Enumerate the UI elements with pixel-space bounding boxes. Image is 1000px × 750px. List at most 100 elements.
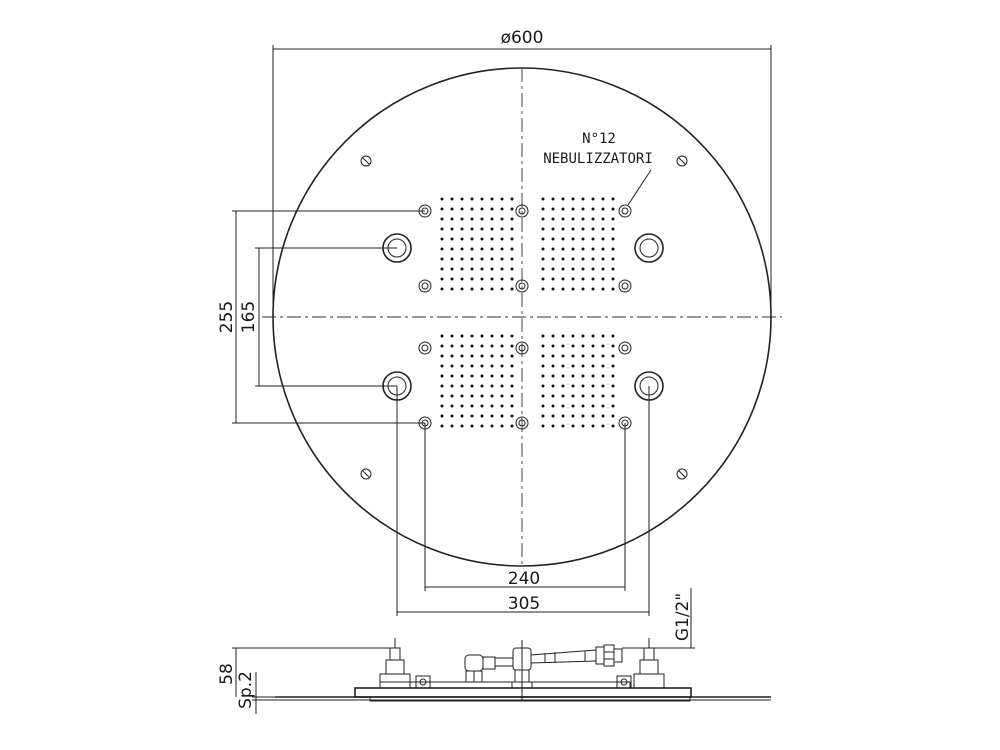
nebulizer xyxy=(515,416,529,430)
nozzle-dot xyxy=(571,384,575,388)
nozzle-dot xyxy=(591,227,595,231)
nozzle-dot xyxy=(450,344,454,348)
nozzle-dot xyxy=(581,267,585,271)
nozzle-dot xyxy=(490,207,494,211)
nozzle-dot xyxy=(561,197,565,201)
nozzle-dot xyxy=(440,414,444,418)
nozzle-dot xyxy=(611,354,615,358)
nozzle-dot xyxy=(571,197,575,201)
nozzle-dot xyxy=(440,227,444,231)
nozzle-dot xyxy=(551,414,555,418)
nozzle-dot xyxy=(480,344,484,348)
nozzle-dot xyxy=(561,404,565,408)
nozzle-dot xyxy=(500,334,504,338)
nozzle-dot xyxy=(571,414,575,418)
thread-dimension: G1/2" xyxy=(622,588,695,649)
nozzle-dot xyxy=(460,197,464,201)
nozzle-dot xyxy=(490,267,494,271)
nebulizer xyxy=(515,341,529,355)
nozzle-dot xyxy=(490,237,494,241)
nozzle-dot xyxy=(591,247,595,251)
nozzle-dot xyxy=(601,364,605,368)
nozzle-dot xyxy=(611,394,615,398)
nozzle-dot xyxy=(510,404,514,408)
nozzle-dot xyxy=(450,424,454,428)
nozzle-dot xyxy=(601,197,605,201)
nebulizer xyxy=(618,279,632,293)
nozzle-dot xyxy=(591,394,595,398)
nozzle-dot xyxy=(510,354,514,358)
nozzle-dot xyxy=(591,414,595,418)
nozzle-dot xyxy=(460,227,464,231)
nozzle-dot xyxy=(601,394,605,398)
nebulizer-group xyxy=(418,204,632,430)
nozzle-dot xyxy=(460,267,464,271)
nozzle-dot xyxy=(500,227,504,231)
nozzle-dot xyxy=(510,287,514,291)
thread-label: G1/2" xyxy=(673,593,693,641)
diameter-label: ø600 xyxy=(501,28,544,48)
nozzle-dot xyxy=(460,277,464,281)
nozzle-dot xyxy=(480,207,484,211)
nozzle-dot xyxy=(500,394,504,398)
nozzle-dot xyxy=(611,207,615,211)
nozzle-dot xyxy=(480,277,484,281)
nozzle-dot xyxy=(440,374,444,378)
nozzle-dot xyxy=(541,394,545,398)
nebulizer xyxy=(618,204,632,218)
nozzle-dot xyxy=(601,334,605,338)
nozzle-dot xyxy=(460,247,464,251)
nozzle-dot xyxy=(571,227,575,231)
nozzle-dot xyxy=(571,334,575,338)
nozzle-dot xyxy=(450,207,454,211)
nozzle-dot xyxy=(490,374,494,378)
nozzle-dot xyxy=(440,237,444,241)
nozzle-dot xyxy=(611,344,615,348)
nozzle-dot xyxy=(571,404,575,408)
nebulizer-count-label: N°12 xyxy=(582,131,616,147)
nozzle-block xyxy=(440,334,514,428)
nozzle-dot xyxy=(470,334,474,338)
nozzle-dot xyxy=(500,237,504,241)
nozzle-dot xyxy=(460,237,464,241)
nozzle-dot xyxy=(611,217,615,221)
nozzle-dot xyxy=(500,197,504,201)
nozzle-dot xyxy=(440,257,444,261)
nozzle-dot xyxy=(601,384,605,388)
width-inner-label: 240 xyxy=(508,569,540,589)
nozzle-dot xyxy=(551,217,555,221)
nozzle-dot xyxy=(581,197,585,201)
nozzle-dot xyxy=(450,257,454,261)
nozzle-dot xyxy=(450,374,454,378)
nozzle-dot xyxy=(510,364,514,368)
nozzle-dot xyxy=(460,354,464,358)
nozzle-dot xyxy=(470,217,474,221)
nozzle-dot xyxy=(581,374,585,378)
mounting-screw-top-left xyxy=(360,155,372,167)
nozzle-dot xyxy=(440,247,444,251)
nozzle-dot xyxy=(611,364,615,368)
nozzle-blocks xyxy=(440,197,615,428)
nozzle-dot xyxy=(561,267,565,271)
nozzle-dot xyxy=(601,414,605,418)
nozzle-dot xyxy=(510,277,514,281)
nozzle-dot xyxy=(581,334,585,338)
nozzle-dot xyxy=(460,217,464,221)
nozzle-dot xyxy=(581,237,585,241)
nozzle-dot xyxy=(490,247,494,251)
nozzle-dot xyxy=(440,344,444,348)
nozzle-dot xyxy=(480,384,484,388)
nozzle-dot xyxy=(591,197,595,201)
nebulizer xyxy=(418,341,432,355)
nozzle-dot xyxy=(591,334,595,338)
nozzle-dot xyxy=(480,404,484,408)
height-inner-dimension: 165 xyxy=(239,247,397,387)
total-height-label: 58 xyxy=(217,663,237,685)
nozzle-dot xyxy=(611,404,615,408)
nozzle-dot xyxy=(581,384,585,388)
nozzle-dot xyxy=(601,247,605,251)
nozzle-dot xyxy=(510,334,514,338)
nozzle-dot xyxy=(470,364,474,368)
nozzle-dot xyxy=(440,267,444,271)
